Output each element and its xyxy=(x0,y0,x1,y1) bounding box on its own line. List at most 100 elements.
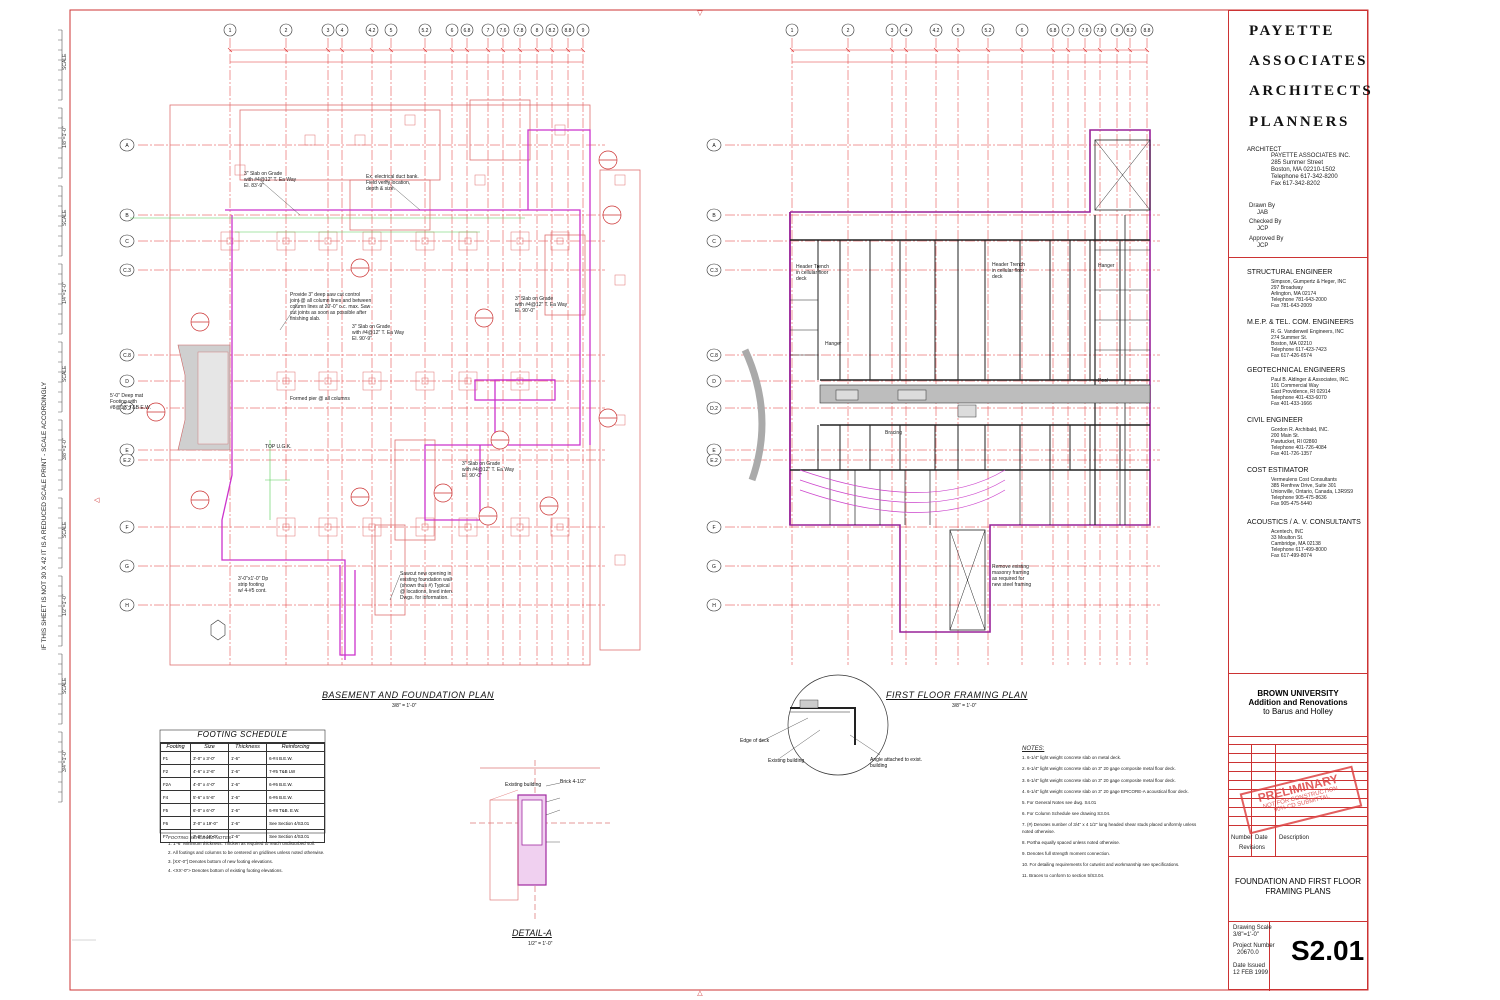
grid-column-bubble xyxy=(279,23,293,37)
basement-plan-scale: 3/8" = 1'-0" xyxy=(392,703,417,709)
svg-text:in cellular floor: in cellular floor xyxy=(992,268,1025,274)
grid-column-bubble xyxy=(841,23,855,37)
date-issued: 12 FEB 1999 xyxy=(1233,970,1269,976)
callout-edge-of-deck: Edge of deck xyxy=(740,738,770,744)
grid-column-bubble xyxy=(1110,23,1124,37)
project-line-1: BROWN UNIVERSITY xyxy=(1257,689,1339,698)
svg-text:Header Trench: Header Trench xyxy=(992,262,1025,268)
svg-text:finishing slab.: finishing slab. xyxy=(290,316,320,322)
consultant-role: CIVIL ENGINEER xyxy=(1247,417,1303,424)
grid-row-bubble xyxy=(706,208,722,222)
grid-row-label: D.2 xyxy=(123,406,131,412)
general-note: 2. 6-1/4" light weight concrete slab on … xyxy=(1022,766,1176,772)
general-note: 9. Denotes full strength moment connecti… xyxy=(1022,851,1111,857)
grid-row-bubble xyxy=(119,348,135,362)
grid-row-bubble xyxy=(706,263,722,277)
svg-text:El. 83'-9": El. 83'-9" xyxy=(244,183,264,189)
footing-note: 2. All footings and columns to be center… xyxy=(168,850,325,855)
drawing-scale: 3/8"=1'-0" xyxy=(1233,932,1259,938)
grid-column-bubble xyxy=(496,23,510,37)
project-number-label: Project Number xyxy=(1233,943,1275,949)
svg-text:joint @ all column lines and b: joint @ all column lines and between xyxy=(289,298,371,304)
first-floor-plan-scale: 3/8" = 1'-0" xyxy=(952,703,977,709)
footing-note: 3. [XX'-0"] Denotes bottom of new footin… xyxy=(168,859,274,864)
grid-column-label: 8.2 xyxy=(1127,28,1134,34)
firm-line-1: PAYETTE xyxy=(1249,23,1335,39)
footing-schedule-cell: F4 xyxy=(160,790,191,804)
grid-row-label: C.3 xyxy=(710,268,718,274)
svg-text:deck: deck xyxy=(992,274,1003,280)
grid-column-label: 7 xyxy=(1067,28,1070,34)
svg-text:new steel framing: new steel framing xyxy=(992,582,1031,588)
grid-column-bubble xyxy=(929,23,943,37)
footing-schedule-cell: 4'-0" x 4'-0" xyxy=(189,777,229,791)
grid-row-label: E.2 xyxy=(123,458,131,464)
left-center-mark: ◁ xyxy=(94,497,100,504)
grid-column-label: 4 xyxy=(905,28,908,34)
grid-row-bubble xyxy=(706,598,722,612)
grid-column-label: 8 xyxy=(1116,28,1119,34)
checked-by-label: Checked By xyxy=(1249,219,1282,225)
grid-column-bubble xyxy=(223,23,237,37)
grid-column-bubble xyxy=(1078,23,1092,37)
footing-schedule-cell: 3'-0" x 19'-0" xyxy=(189,816,229,830)
svg-text:Remove existing: Remove existing xyxy=(992,564,1029,570)
footing-schedule-cell: 6-#6 B.E.W. xyxy=(266,790,325,804)
svg-text:Footing with: Footing with xyxy=(110,399,137,405)
footing-schedule-notes: FOOTING SCHEDULE NOTES 1. 1'-6" Minimum … xyxy=(168,835,343,877)
footing-schedule-title: FOOTING SCHEDULE xyxy=(160,730,325,743)
callout-existing-building-detail: Existing building xyxy=(505,782,542,788)
grid-row-bubble xyxy=(119,263,135,277)
grid-column-label: 8 xyxy=(536,28,539,34)
footing-schedule-cell: 1'-6" xyxy=(227,751,268,765)
edge-detail-circle xyxy=(759,674,889,776)
svg-text:Field verify location,: Field verify location, xyxy=(366,180,410,186)
grid-column-label: 5 xyxy=(390,28,393,34)
svg-text:El. 90'-9": El. 90'-9" xyxy=(352,336,372,342)
svg-text:Hanger: Hanger xyxy=(1098,263,1115,269)
grid-column-bubble xyxy=(1061,23,1075,37)
footing-schedule-cell: 6-#6 B.E.W. xyxy=(266,777,325,791)
grid-row-label: A xyxy=(125,143,129,149)
grid-column-label: 6.8 xyxy=(1050,28,1057,34)
svg-text:Pool: Pool xyxy=(1098,378,1108,384)
footing-schedule-cell: F2A xyxy=(160,777,191,791)
svg-text:w/ 4-#5 cont.: w/ 4-#5 cont. xyxy=(238,588,267,594)
grid-column-bubble xyxy=(561,23,575,37)
scale-mark-label: 1/2"=1'-0" xyxy=(62,594,68,616)
consultant-info: Acentech, INC 33 Moulton St. Cambridge, … xyxy=(1271,529,1327,559)
grid-column-label: 5 xyxy=(957,28,960,34)
grid-row-bubble xyxy=(119,138,135,152)
grid-row-label: G xyxy=(712,564,716,570)
rev-header-number: Number xyxy=(1231,835,1253,841)
grid-column-bubble xyxy=(530,23,544,37)
grid-row-label: H xyxy=(125,603,129,609)
svg-text:@ locations, lined inten.: @ locations, lined inten. xyxy=(400,589,453,595)
grid-column-bubble xyxy=(335,23,349,37)
rev-header-description: Description xyxy=(1279,835,1310,841)
svg-text:3" Slab on Grade: 3" Slab on Grade xyxy=(515,296,553,302)
grid-row-label: D xyxy=(125,379,129,385)
firm-line-2: ASSOCIATES xyxy=(1249,53,1368,69)
general-notes: NOTES: 1. 6-1/4" light weight concrete s… xyxy=(1022,746,1202,885)
svg-text:with #4@12" T. Ea Way: with #4@12" T. Ea Way xyxy=(352,330,405,336)
grid-column-bubble xyxy=(384,23,398,37)
project-line-3: to Barus and Holley xyxy=(1263,707,1333,716)
svg-text:3" Slab on Grade: 3" Slab on Grade xyxy=(244,171,282,177)
grid-column-bubble xyxy=(885,23,899,37)
sheet-number: S2.01 xyxy=(1291,935,1365,966)
grid-row-label: E xyxy=(712,448,716,454)
basement-plan: 3" Slab on Grade with #4@12" T. Ea Way E… xyxy=(110,99,641,666)
footing-schedule-cell: 1'-6" xyxy=(227,803,268,817)
consultant-info: Vermeulens Cost Consultants 385 Renfrew … xyxy=(1271,477,1353,507)
checked-by: JCP xyxy=(1257,226,1269,232)
svg-text:Hanger: Hanger xyxy=(825,341,842,347)
grid-row-label: E.2 xyxy=(710,458,718,464)
grid-column-label: 3 xyxy=(327,28,330,34)
grid-column-bubble xyxy=(899,23,913,37)
general-note: 7. (#) Denotes number of 3/4" x 4 1/2" l… xyxy=(1022,822,1197,834)
project-number: 20670.0 xyxy=(1237,950,1259,956)
